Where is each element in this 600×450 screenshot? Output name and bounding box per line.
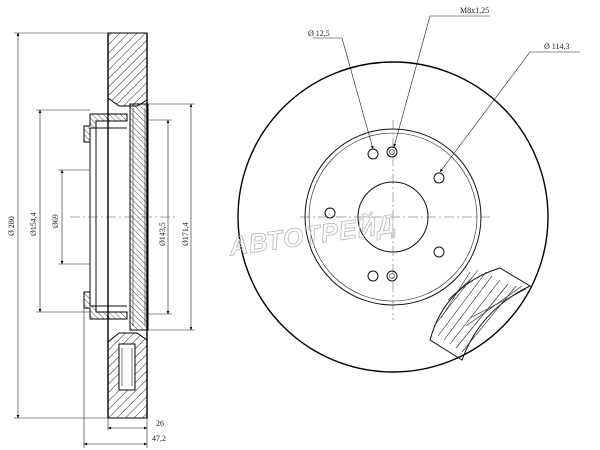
dim-hole: Ø 12,5: [308, 29, 330, 38]
bolt-hole-4: [367, 270, 379, 282]
bolt-holes: [324, 146, 445, 282]
bolt-hole-3: [433, 246, 445, 258]
friction-ring-top: [107, 32, 148, 107]
watermark-logo: АВТОТРЕЙД: [226, 208, 398, 261]
bolt-hole-1: [367, 148, 379, 160]
dim-143: Ø143,5: [158, 222, 167, 246]
dim-69: Ø69: [51, 214, 60, 228]
hat-flange-bottom: [83, 291, 128, 320]
vent-fins-cutaway: [429, 267, 532, 361]
dim-width-26: 26: [156, 419, 164, 428]
dim-outer-diameter: Ø 280: [7, 216, 16, 236]
side-section-view: Ø 280 Ø154,4 Ø69 Ø143,5 Ø171,4 26 47,2: [7, 32, 195, 448]
disc-outer-circle: [237, 61, 549, 373]
front-view: Ø 12,5 M8x1,25 Ø 114,3: [237, 6, 580, 373]
dim-171: Ø171,4: [181, 222, 190, 246]
leader-lines: [313, 15, 580, 173]
dim-height-47: 47,2: [152, 434, 166, 443]
threaded-hole-2: [386, 270, 398, 282]
vent-core-bottom: [118, 343, 136, 391]
dim-154: Ø154,4: [29, 212, 38, 236]
dim-thread: M8x1,25: [460, 6, 489, 15]
threaded-hole-1: [386, 146, 398, 158]
bolt-hole-5: [324, 207, 336, 219]
dim-pcd: Ø 114,3: [544, 42, 569, 51]
bolt-hole-2: [433, 172, 445, 184]
hat-flange-top: [83, 113, 128, 143]
dimension-lines: [16, 32, 193, 446]
